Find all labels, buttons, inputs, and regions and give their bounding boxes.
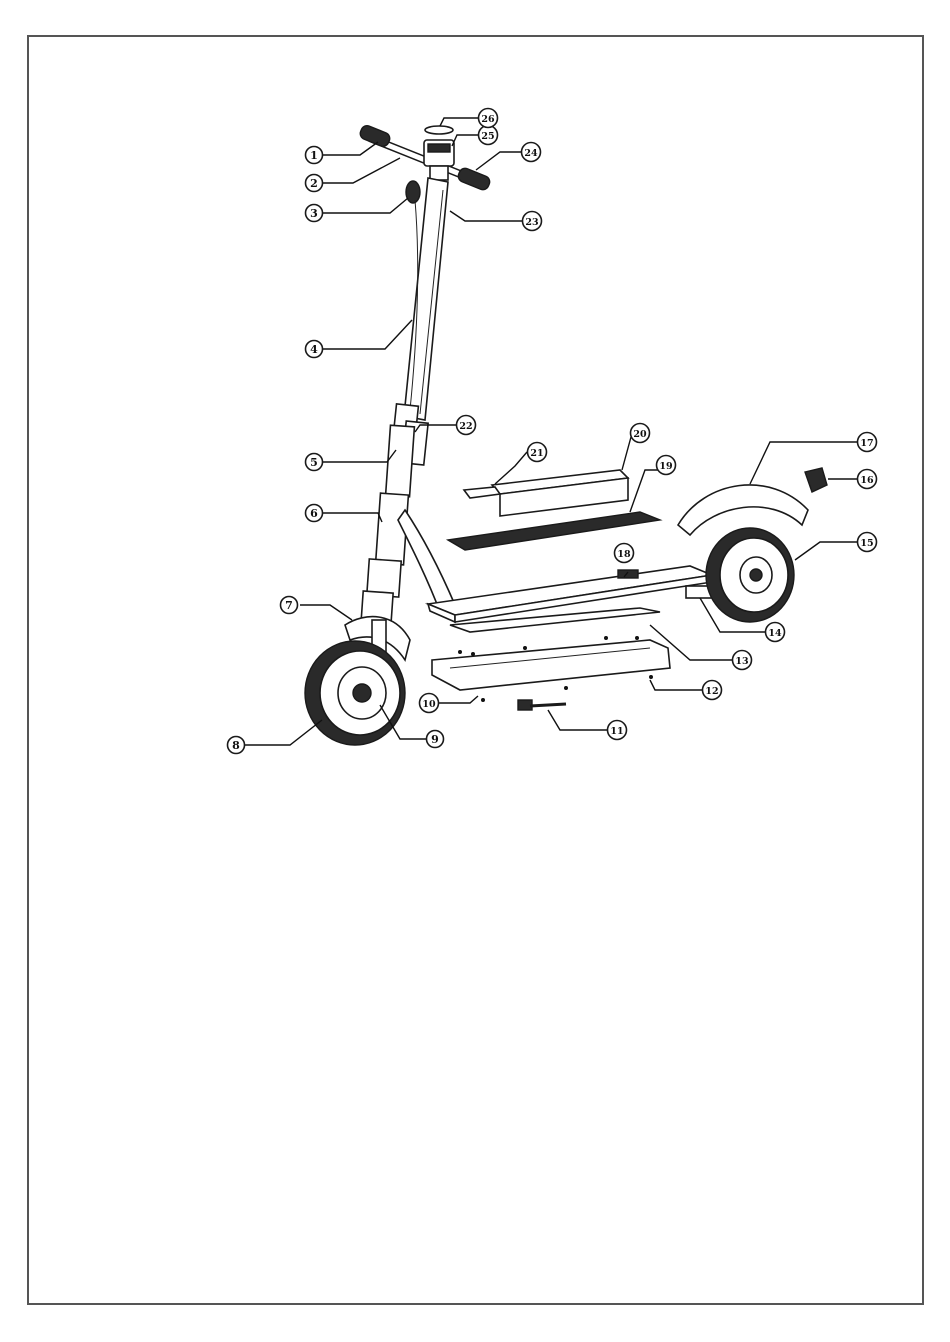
- callout-26: 26: [479, 109, 498, 128]
- callout-15: 15: [858, 533, 877, 552]
- brake-lever: [406, 181, 420, 203]
- front-wheel: [305, 641, 405, 745]
- callout-23-label: 23: [525, 217, 538, 228]
- tail-light: [805, 468, 827, 492]
- callout-19-label: 19: [659, 461, 673, 472]
- callout-18-label: 18: [617, 549, 631, 560]
- callout-16-label: 16: [860, 475, 874, 486]
- callout-19: 19: [657, 456, 676, 475]
- callout-8-label: 8: [232, 739, 240, 752]
- rear-fender: [678, 485, 808, 535]
- callout-17-label: 17: [860, 438, 873, 449]
- callout-10: 10: [420, 694, 439, 713]
- callout-20-label: 20: [633, 429, 647, 440]
- callout-24-label: 24: [524, 148, 538, 159]
- callout-20: 20: [631, 424, 650, 443]
- callout-6-label: 6: [310, 507, 318, 520]
- callout-9: 9: [427, 731, 444, 748]
- callout-16: 16: [858, 470, 877, 489]
- callout-8: 8: [228, 737, 245, 754]
- callout-7: 7: [281, 597, 298, 614]
- callout-25-label: 25: [481, 131, 494, 142]
- callout-12-label: 12: [705, 686, 718, 697]
- callout-13-label: 13: [735, 656, 748, 667]
- callout-17: 17: [858, 433, 877, 452]
- callout-1-label: 1: [310, 149, 318, 162]
- callout-2-label: 2: [310, 177, 318, 190]
- callout-2: 2: [306, 175, 323, 192]
- callout-5: 5: [306, 454, 323, 471]
- callout-24: 24: [522, 143, 541, 162]
- callout-1: 1: [306, 147, 323, 164]
- right-grip: [457, 167, 492, 192]
- callout-14: 14: [766, 623, 785, 642]
- callout-26-label: 26: [481, 114, 495, 125]
- callout-3: 3: [306, 205, 323, 222]
- deck-neck: [398, 510, 455, 612]
- callout-11: 11: [608, 721, 627, 740]
- callout-10-label: 10: [422, 699, 436, 710]
- scooter-illustration: [305, 124, 827, 745]
- callout-23: 23: [523, 212, 542, 231]
- callout-5-label: 5: [310, 456, 318, 469]
- callout-21-label: 21: [530, 448, 543, 459]
- callout-21: 21: [528, 443, 547, 462]
- callout-4: 4: [306, 341, 323, 358]
- callout-22: 22: [457, 416, 476, 435]
- callout-15-label: 15: [860, 538, 873, 549]
- callout-11-label: 11: [610, 726, 623, 737]
- callout-6: 6: [306, 505, 323, 522]
- callout-18: 18: [615, 544, 634, 563]
- callout-25: 25: [479, 126, 498, 145]
- callout-3-label: 3: [310, 207, 318, 220]
- stem: [404, 178, 448, 420]
- callout-7-label: 7: [285, 599, 293, 612]
- battery: [464, 470, 628, 516]
- callout-22-label: 22: [459, 421, 472, 432]
- callout-12: 12: [703, 681, 722, 700]
- callout-14-label: 14: [768, 628, 782, 639]
- callout-13: 13: [733, 651, 752, 670]
- kickstand: [518, 700, 566, 710]
- callout-4-label: 4: [310, 343, 318, 356]
- callout-9-label: 9: [431, 733, 439, 746]
